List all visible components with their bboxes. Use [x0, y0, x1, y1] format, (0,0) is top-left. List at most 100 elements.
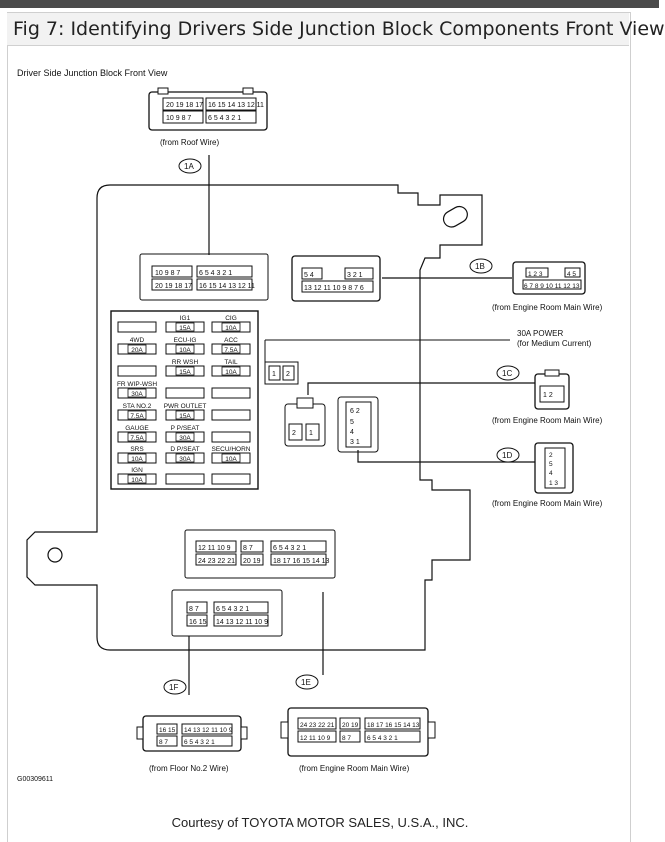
- fuse-slot: [211, 365, 251, 377]
- power-socket: [264, 339, 510, 385]
- fuse-body: [127, 410, 147, 420]
- power-label: 30A POWER: [517, 329, 563, 338]
- 1c-source: (from Engine Room Main Wire): [492, 416, 603, 425]
- fuse-rating: 20A: [131, 347, 143, 354]
- mount-hole-left: [47, 547, 63, 563]
- fuse-slot: [165, 387, 205, 399]
- fuse-name: CIG: [225, 315, 237, 322]
- fuse-name: FR WIP-WSH: [117, 381, 157, 388]
- 1a-row4-label: 6 5 4 3 2 1: [208, 115, 241, 122]
- 1a-source: (from Roof Wire): [160, 138, 219, 147]
- 1f-source: (from Floor No.2 Wire): [149, 764, 229, 773]
- 1a-id: 1A: [184, 162, 194, 171]
- fuse-rating: 7.5A: [130, 413, 144, 420]
- fuse-slot: [165, 452, 205, 464]
- fuse-body: [127, 432, 147, 442]
- fuse-body: [221, 453, 241, 463]
- fuse-slot: [117, 473, 157, 485]
- fuse-slot: [117, 343, 157, 355]
- socket-1d-row2: 5: [350, 419, 354, 426]
- fuse-name: RR WSH: [172, 359, 199, 366]
- 1a-row1-label: 20 19 18 17: [166, 102, 203, 109]
- mount-hole-right: [442, 205, 468, 228]
- fuse-slot: [211, 321, 251, 333]
- fuse-rating: 30A: [179, 435, 191, 442]
- 1b-id: 1B: [475, 262, 485, 271]
- figure-frame: [7, 12, 631, 842]
- fuse-slot: [211, 409, 251, 421]
- 1a-row2-label: 16 15 14 13 12 11: [208, 102, 264, 109]
- socket-1b-row1: 5 4: [304, 272, 314, 279]
- fuse-body: [175, 322, 195, 332]
- socket-1e: [184, 529, 336, 579]
- junction-block-housing: [26, 184, 483, 651]
- fuse-rating: 15A: [179, 413, 191, 420]
- 1e-badge: [295, 674, 319, 690]
- 1c-id: 1C: [502, 369, 512, 378]
- socket-1e-r1a: 12 11 10 9: [198, 545, 231, 552]
- fuse-slot: [117, 452, 157, 464]
- socket-1f-r1b: 6 5 4 3 2 1: [216, 606, 249, 613]
- fuse-name: ECU-IG: [174, 337, 197, 344]
- fuse-slot: [211, 473, 251, 485]
- 1e-r2b: 8 7: [342, 735, 351, 742]
- fuse-body: [221, 344, 241, 354]
- power-sub: (for Medium Current): [517, 339, 592, 348]
- fuse-name: SRS: [130, 446, 144, 453]
- 1d-pin-13: 1 3: [549, 480, 558, 487]
- fuse-rating: 7.5A: [130, 435, 144, 442]
- fuse-slot: [165, 343, 205, 355]
- 1b-badge: [469, 258, 493, 274]
- socket-1a-row3: 20 19 18 17: [155, 283, 192, 290]
- fuse-name: GAUGE: [125, 425, 149, 432]
- connector-1c: [534, 369, 570, 410]
- socket-1e-r1b: 8 7: [243, 545, 253, 552]
- connector-1e: [280, 707, 436, 757]
- fuse-body: [127, 344, 147, 354]
- figure-title-bar: Fig 7: Identifying Drivers Side Junction…: [7, 13, 665, 46]
- fuse-rating: 10A: [131, 477, 143, 484]
- socket-1f-r2b: 14 13 12 11 10 9: [216, 619, 268, 626]
- 1a-badge: [178, 158, 202, 174]
- fuse-body: [221, 322, 241, 332]
- fuse-slot: [165, 365, 205, 377]
- 1f-r1b: 14 13 12 11 10 9: [184, 727, 233, 734]
- figure-code: G00309611: [17, 776, 53, 783]
- fuse-body: [221, 366, 241, 376]
- 1e-source: (from Engine Room Main Wire): [299, 764, 410, 773]
- fuse-slot: [117, 431, 157, 443]
- fuse-body: [175, 366, 195, 376]
- 1f-badge: [163, 679, 187, 695]
- socket-1d-row4: 3 1: [350, 439, 360, 446]
- fuse-slot: [165, 473, 205, 485]
- 1d-id: 1D: [502, 451, 512, 460]
- fuse-slot: [165, 321, 205, 333]
- 1f-r1a: 16 15: [159, 727, 176, 734]
- power-pin-2: 2: [286, 371, 290, 378]
- connector-1b: [512, 261, 586, 295]
- socket-1c-pin-1: 1: [309, 430, 313, 437]
- socket-1b-row2: 3 2 1: [347, 272, 363, 279]
- fuse-body: [175, 432, 195, 442]
- socket-1e-r2b: 20 19: [243, 558, 261, 565]
- socket-1f-r2a: 16 15: [189, 619, 207, 626]
- fuse-rating: 10A: [225, 325, 237, 332]
- fuse-slot: [165, 409, 205, 421]
- 1e-r1b: 20 19: [342, 722, 359, 729]
- socket-1a-row4: 16 15 14 13 12 11: [199, 283, 255, 290]
- 1f-id: 1F: [169, 683, 178, 692]
- fuse-rating: 30A: [131, 391, 143, 398]
- fuse-name: SECU/HORN: [211, 446, 250, 453]
- fuse-slot: [117, 387, 157, 399]
- socket-1e-r2c: 18 17 16 15 14 13: [273, 558, 330, 565]
- fuse-slot: [117, 321, 157, 333]
- fuse-rating: 10A: [131, 456, 143, 463]
- socket-1d: [337, 396, 379, 453]
- 1c-badge: [496, 365, 520, 381]
- fuse-name: 4WD: [130, 337, 145, 344]
- fuse-name: IGN: [131, 467, 143, 474]
- socket-1a-row2: 6 5 4 3 2 1: [199, 270, 232, 277]
- fuse-name: IG1: [180, 315, 191, 322]
- fuse-slot: [117, 365, 157, 377]
